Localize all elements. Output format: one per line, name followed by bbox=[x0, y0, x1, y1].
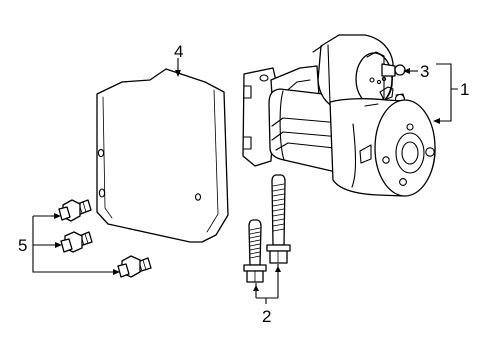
leader-lines bbox=[32, 58, 458, 304]
shield-bolts bbox=[58, 199, 152, 278]
starter-motor bbox=[242, 34, 436, 197]
leader-1 bbox=[436, 63, 458, 122]
leader-5 bbox=[32, 215, 117, 273]
mounting-bolts bbox=[243, 174, 291, 283]
shield-bolt-3 bbox=[117, 255, 152, 278]
shield-bolt-1 bbox=[58, 199, 92, 222]
mounting-bolt-right bbox=[266, 174, 291, 264]
callout-3: 3 bbox=[420, 62, 429, 81]
mounting-bolt-left bbox=[243, 219, 267, 283]
callout-4: 4 bbox=[174, 42, 183, 61]
callout-5: 5 bbox=[18, 236, 27, 255]
callout-2: 2 bbox=[262, 307, 271, 326]
leader-2 bbox=[255, 264, 279, 304]
heat-shield bbox=[96, 68, 229, 243]
callout-1: 1 bbox=[460, 80, 469, 99]
arrowheads bbox=[54, 68, 440, 291]
shield-bolt-2 bbox=[60, 231, 93, 253]
